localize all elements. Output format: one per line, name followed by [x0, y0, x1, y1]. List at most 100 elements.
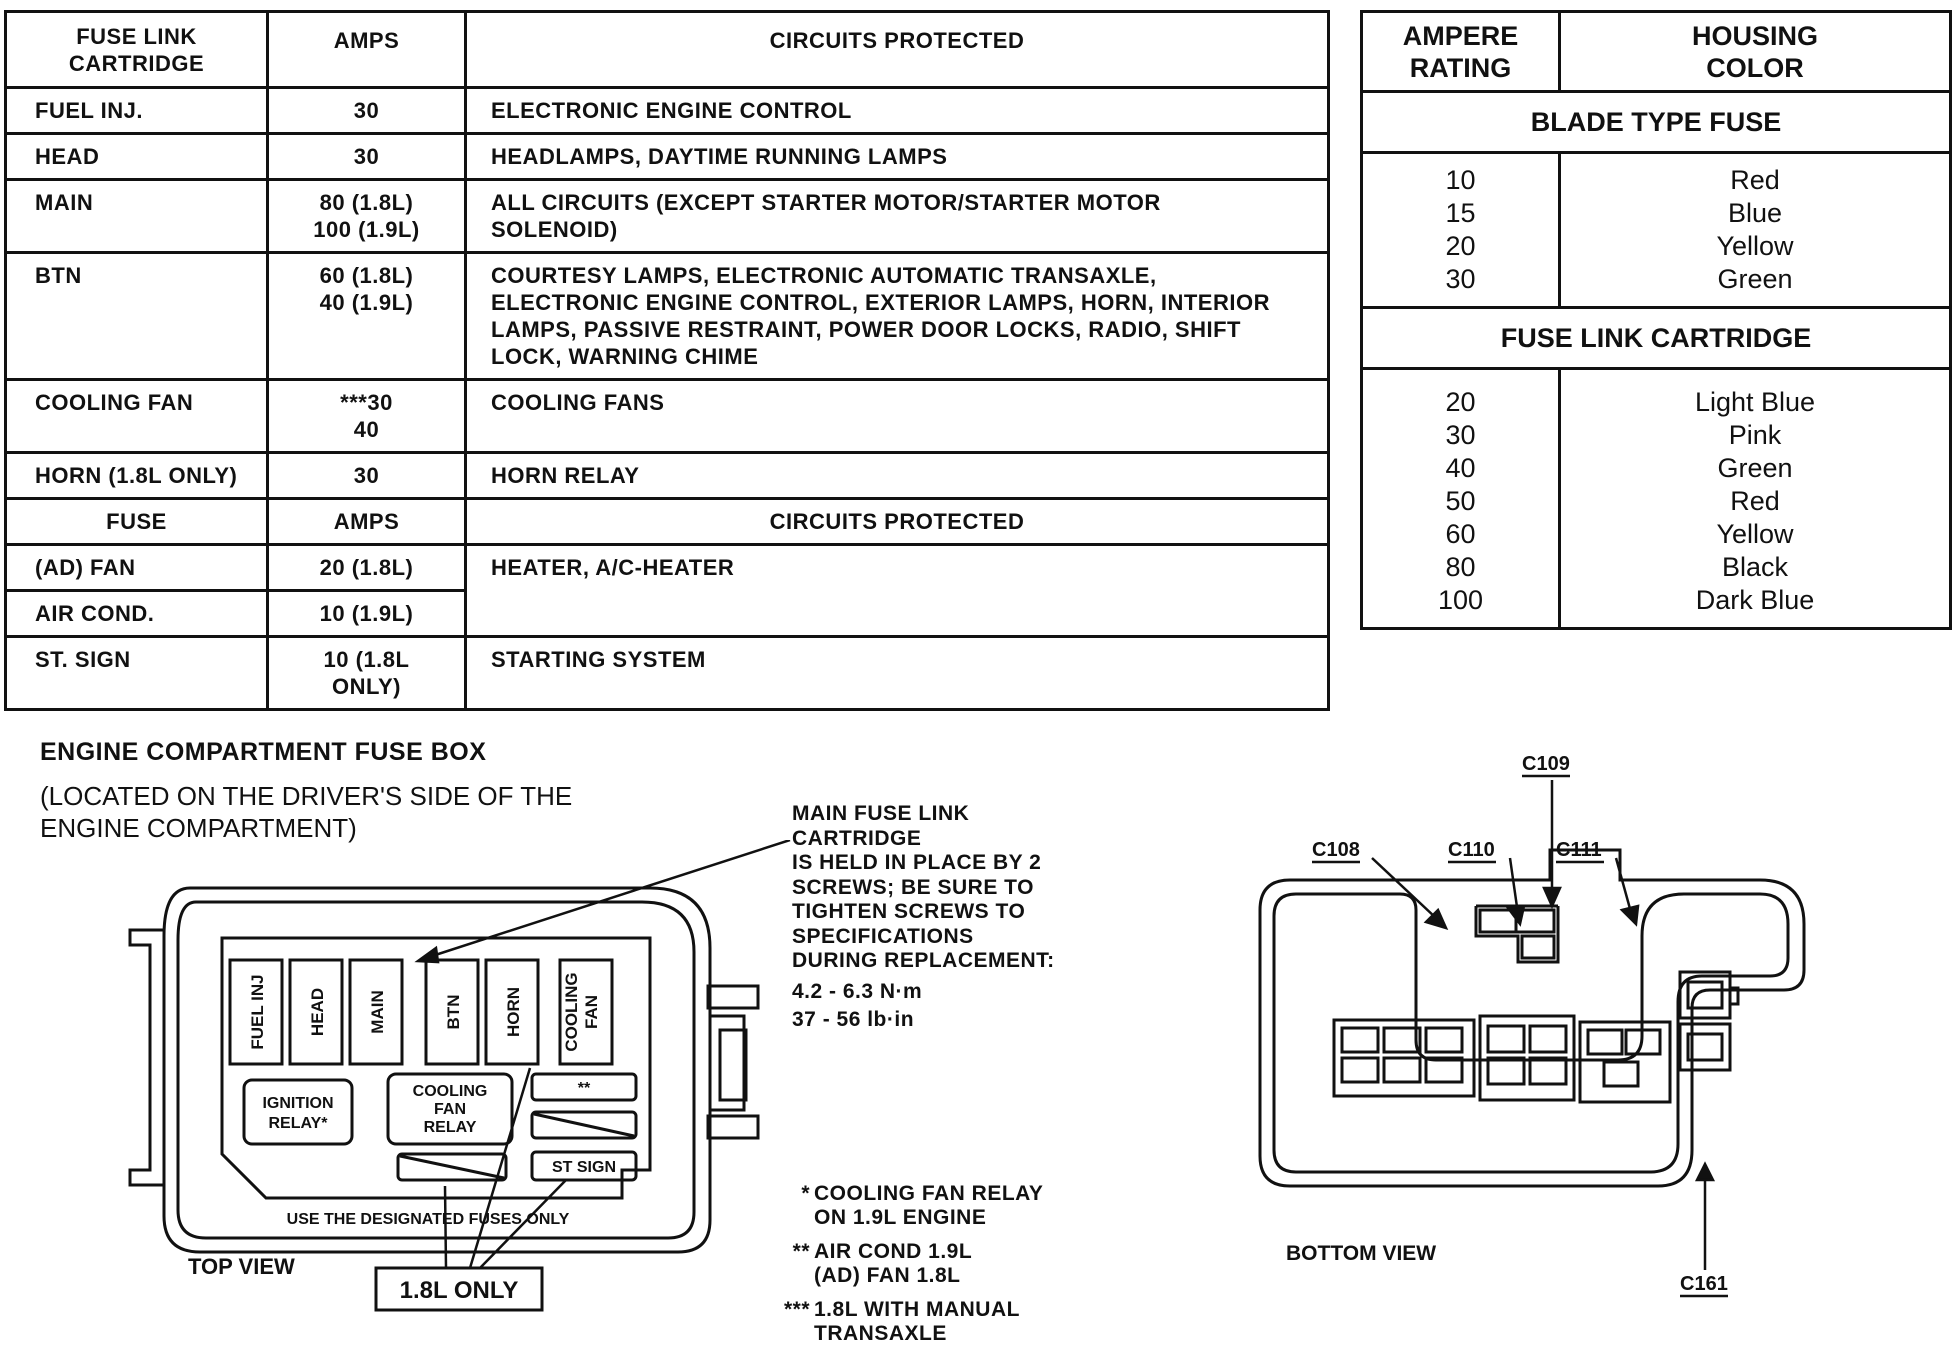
list-item: Light Blue	[1694, 387, 1816, 417]
st-sign-fuse	[530, 1150, 638, 1182]
fuse-slot-fuel-inj	[228, 958, 284, 1066]
fuse-slot-main	[348, 958, 404, 1066]
fuse-circuits: STARTING SYSTEM	[464, 635, 1330, 711]
fuse-name: COOLING FAN	[4, 378, 269, 454]
fuse-color-table: AMPERE RATING HOUSING COLOR BLADE TYPE F…	[1360, 10, 1952, 630]
table-row: COOLING FAN ***30 40 COOLING FANS	[4, 378, 1330, 454]
fuse-name: FUEL INJ.	[4, 86, 269, 135]
callout-line: SPECIFICATIONS	[792, 924, 974, 948]
fuse-amps: 30	[266, 451, 467, 500]
callout-line: IS HELD IN PLACE BY 2	[792, 851, 1042, 874]
fuse-slot-label: HEAD	[308, 988, 327, 1036]
header-circuits: CIRCUITS PROTECTED	[464, 10, 1330, 89]
list-item: 20	[1445, 387, 1476, 417]
c108-connector	[1332, 1018, 1476, 1098]
connector-label-c108: C108	[1312, 839, 1360, 861]
list-item: 30	[1445, 264, 1476, 294]
arrowhead	[1694, 1161, 1716, 1182]
fuse-circuits: HEATER, A/C-HEATER	[464, 543, 1330, 638]
location-line: (LOCATED ON THE DRIVER'S SIDE OF THE	[40, 781, 573, 811]
fuse-box-housing-inner	[176, 900, 696, 1240]
only-box-label: 1.8L ONLY	[400, 1277, 519, 1304]
callout-line: TIGHTEN SCREWS TO	[792, 900, 1026, 923]
list-item: 20	[1445, 231, 1476, 261]
bottom-view-label: BOTTOM VIEW	[1286, 1242, 1436, 1265]
blade-type-title: BLADE TYPE FUSE	[1360, 90, 1952, 154]
spare-fuse	[530, 1110, 638, 1140]
list-item: 50	[1445, 486, 1476, 516]
list-item: 80	[1445, 552, 1476, 582]
cooling-fan-relay	[386, 1072, 514, 1146]
fuse-box-housing	[162, 886, 712, 1254]
list-item: Red	[1730, 486, 1780, 516]
list-item: 10	[1445, 165, 1476, 195]
list-item: Blue	[1727, 198, 1783, 228]
cartridge-amps-list: 20 30 40 50 60 80 100	[1360, 367, 1561, 630]
only-box	[374, 1266, 544, 1312]
c111-connector	[1578, 1020, 1672, 1104]
connector-label-c161: C161	[1680, 1273, 1728, 1295]
cooling-relay-label: COOLING	[413, 1083, 488, 1100]
cooling-relay-label: FAN	[434, 1101, 466, 1118]
table-row: FUEL INJ. 30 ELECTRONIC ENGINE CONTROL	[4, 86, 1330, 135]
header-circuits: CIRCUITS PROTECTED	[464, 497, 1330, 546]
table-row: (AD) FAN 20 (1.8L) HEATER, A/C-HEATER	[4, 543, 1330, 638]
ignition-relay	[242, 1078, 354, 1146]
list-item: Black	[1721, 552, 1789, 582]
blade-color-list: Red Blue Yellow Green	[1558, 151, 1952, 309]
list-item: 60	[1445, 519, 1476, 549]
arrowhead	[1505, 904, 1526, 927]
list-item: Green	[1717, 264, 1793, 294]
list-item: 100	[1437, 585, 1484, 615]
list-item: Red	[1730, 165, 1780, 195]
fuse-slot-head	[288, 958, 344, 1066]
fuse-slot-label: HORN	[504, 987, 523, 1037]
double-star-label: **	[578, 1080, 591, 1097]
ignition-relay-label: IGNITION	[262, 1095, 333, 1112]
cartridge-color-list: Light Blue Pink Green Red Yellow Black D…	[1558, 367, 1952, 630]
ad-fan-air-cond-fuse	[530, 1072, 638, 1102]
header-fuse-link-cartridge: FUSE LINK CARTRIDGE	[4, 10, 269, 89]
callout-line: MAIN FUSE LINK	[792, 802, 970, 825]
fuse-circuits: ELECTRONIC ENGINE CONTROL	[464, 86, 1330, 135]
table-row: HEAD 30 HEADLAMPS, DAYTIME RUNNING LAMPS	[4, 132, 1330, 181]
footnote-mark: **	[792, 1240, 810, 1263]
pointer-line	[479, 1179, 567, 1269]
fuse-name: (AD) FAN	[4, 543, 269, 592]
footnote-line: COOLING FAN RELAY	[814, 1182, 1044, 1205]
fuse-amps: 20 (1.8L)	[266, 543, 467, 592]
arrow-line	[1371, 857, 1437, 919]
diagram-title: ENGINE COMPARTMENT FUSE BOX	[40, 738, 487, 766]
callout-line: DURING REPLACEMENT:	[792, 949, 1055, 972]
footnote-line: AIR COND 1.9L	[814, 1240, 973, 1263]
connector-label-c109: C109	[1522, 753, 1570, 775]
ignition-relay-label: RELAY*	[269, 1115, 329, 1132]
right-connector-bottom	[706, 1114, 760, 1140]
footnote-line: (AD) FAN 1.8L	[814, 1264, 961, 1287]
header-housing-color: HOUSING COLOR	[1558, 10, 1952, 93]
header-ampere-rating: AMPERE RATING	[1360, 10, 1561, 93]
fuse-amps: 10 (1.9L)	[266, 589, 467, 638]
c161-connector	[1678, 970, 1740, 1072]
cooling-relay-label: RELAY	[424, 1119, 477, 1136]
fuse-slot-horn	[484, 958, 540, 1066]
header-amps: AMPS	[266, 497, 467, 546]
list-item: Green	[1717, 453, 1793, 483]
footnote-line: 1.8L WITH MANUAL	[814, 1298, 1020, 1321]
callout-line: CARTRIDGE	[792, 826, 922, 850]
table-row: ST. SIGN 10 (1.8L ONLY) STARTING SYSTEM	[4, 635, 1330, 711]
fuse-name: MAIN	[4, 178, 269, 254]
pointer-line	[468, 1067, 532, 1269]
fuse-amps: 60 (1.8L) 40 (1.9L)	[266, 251, 467, 381]
footnote: ** AIR COND 1.9L(AD) FAN 1.8L	[772, 1240, 1043, 1288]
callout-line: SCREWS; BE SURE TO	[792, 875, 1034, 899]
inner-panel	[220, 936, 652, 1200]
fuse-slot-label: FAN	[582, 995, 601, 1029]
list-item: 40	[1445, 453, 1476, 483]
fuse-circuits: HEADLAMPS, DAYTIME RUNNING LAMPS	[464, 132, 1330, 181]
top-view-label: TOP VIEW	[188, 1254, 295, 1279]
fuse-circuits: ALL CIRCUITS (EXCEPT STARTER MOTOR/START…	[464, 178, 1330, 254]
